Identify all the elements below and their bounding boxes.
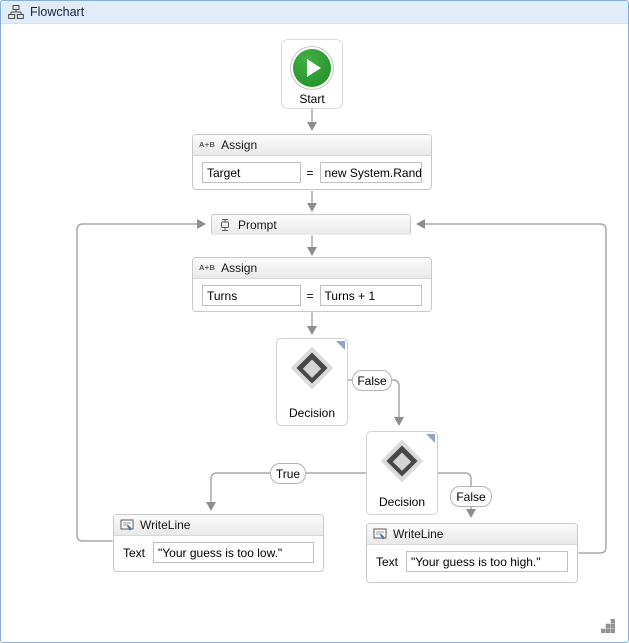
- decision-diamond-icon: [290, 346, 334, 390]
- connector-label-true[interactable]: True: [270, 463, 306, 484]
- assign-activity-target[interactable]: A+B Assign Target = new System.Random: [192, 134, 432, 190]
- writeline-icon: [373, 528, 387, 540]
- assign-activity-turns[interactable]: A+B Assign Turns = Turns + 1: [192, 257, 432, 312]
- flowchart-title: Flowchart: [30, 5, 85, 19]
- connector-label-false[interactable]: False: [450, 486, 492, 507]
- start-play-icon: [293, 49, 331, 87]
- connector-assign2-to-decision[interactable]: [307, 312, 317, 335]
- assign-value-input[interactable]: new System.Random: [319, 162, 422, 183]
- decision-diamond-icon: [380, 439, 424, 483]
- activity-icon: [221, 219, 229, 231]
- collapse-corner-icon[interactable]: [426, 434, 435, 443]
- writeline-activity-high[interactable]: WriteLine Text "Your guess is too high.": [366, 523, 578, 583]
- equals-sign: =: [306, 165, 314, 180]
- connector-writeline-low-loopback[interactable]: [76, 219, 206, 542]
- connector-start-to-assign[interactable]: [307, 109, 317, 131]
- text-label: Text: [123, 545, 146, 560]
- writeline-text-input[interactable]: "Your guess is too high.": [406, 551, 568, 572]
- writeline-activity-low[interactable]: WriteLine Text "Your guess is too low.": [113, 514, 324, 572]
- writeline-text-input[interactable]: "Your guess is too low.": [153, 542, 314, 563]
- assign-turns-title: Assign: [221, 261, 258, 275]
- connector-label-false[interactable]: False: [352, 370, 392, 391]
- text-label: Text: [376, 554, 399, 569]
- assign-target-body: Target = new System.Random: [193, 156, 431, 189]
- decision-node-high[interactable]: Decision: [366, 431, 438, 515]
- connector-prompt-to-assign2[interactable]: [307, 235, 317, 256]
- assign-to-input[interactable]: Target: [202, 162, 301, 183]
- decision-node-low[interactable]: Decision: [276, 338, 348, 426]
- writeline-low-body: Text "Your guess is too low.": [114, 536, 323, 569]
- writeline-low-header[interactable]: WriteLine: [114, 515, 323, 536]
- assign-icon: A+B: [199, 263, 216, 273]
- connector-writeline-high-loopback[interactable]: [416, 219, 607, 554]
- assign-to-input[interactable]: Turns: [202, 285, 301, 306]
- connector-assign-to-prompt[interactable]: [307, 191, 317, 212]
- assign-icon: A+B: [199, 140, 216, 150]
- writeline-high-body: Text "Your guess is too high.": [367, 545, 577, 578]
- writeline-high-header[interactable]: WriteLine: [367, 524, 577, 545]
- writeline-title: WriteLine: [393, 527, 444, 541]
- assign-turns-header[interactable]: A+B Assign: [193, 258, 431, 279]
- flowchart-icon: [8, 5, 24, 19]
- assign-target-title: Assign: [221, 138, 258, 152]
- start-node[interactable]: Start: [281, 39, 343, 109]
- assign-target-header[interactable]: A+B Assign: [193, 135, 431, 156]
- resize-grip[interactable]: [601, 619, 615, 633]
- writeline-icon: [120, 519, 134, 531]
- equals-sign: =: [306, 288, 314, 303]
- start-label: Start: [299, 92, 325, 106]
- decision-label: Decision: [288, 406, 336, 420]
- writeline-title: WriteLine: [140, 518, 191, 532]
- prompt-activity[interactable]: Prompt: [211, 214, 411, 235]
- collapse-corner-icon[interactable]: [336, 341, 345, 350]
- prompt-title: Prompt: [238, 218, 277, 232]
- assign-turns-body: Turns = Turns + 1: [193, 279, 431, 312]
- flowchart-titlebar[interactable]: Flowchart: [1, 1, 628, 24]
- decision-label: Decision: [378, 495, 426, 509]
- assign-value-input[interactable]: Turns + 1: [319, 285, 422, 306]
